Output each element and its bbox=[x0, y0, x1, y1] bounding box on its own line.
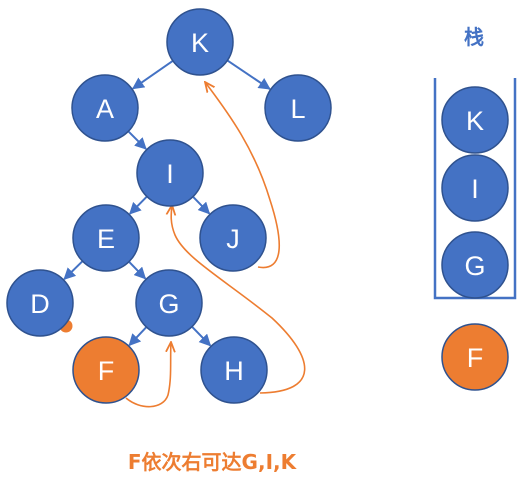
node-j-label: J bbox=[226, 224, 240, 254]
stack-pending-f-label: F bbox=[467, 343, 484, 373]
edge-e-g bbox=[128, 261, 147, 280]
stack-item-g-label: G bbox=[464, 251, 485, 281]
stack-pending-f: F bbox=[441, 323, 509, 391]
stack-item-k-circle bbox=[441, 86, 509, 154]
edge-i-e bbox=[129, 195, 148, 215]
edge-g-h bbox=[191, 325, 212, 347]
stack-item-k-label: K bbox=[466, 106, 484, 136]
node-d: D bbox=[6, 269, 74, 337]
stack-title: 栈 bbox=[464, 25, 484, 49]
edge-k-l bbox=[226, 59, 271, 90]
edge-i-j bbox=[192, 196, 211, 215]
tree-edges bbox=[63, 59, 271, 347]
node-a: A bbox=[71, 74, 139, 142]
node-k: K bbox=[166, 8, 234, 76]
node-a-circle bbox=[71, 74, 139, 142]
node-l-label: L bbox=[290, 94, 305, 124]
stack-panel: 栈 K I G F bbox=[433, 25, 517, 391]
node-g-label: G bbox=[158, 289, 179, 319]
node-h: H bbox=[200, 336, 268, 404]
node-j: J bbox=[199, 204, 267, 272]
node-f-circle bbox=[72, 336, 140, 404]
node-d-circle bbox=[6, 269, 74, 337]
node-f-label: F bbox=[98, 356, 115, 386]
node-g-circle bbox=[135, 269, 203, 337]
node-l-circle bbox=[264, 74, 332, 142]
node-l: L bbox=[264, 74, 332, 142]
stack-item-k: K bbox=[441, 86, 509, 154]
stack-item-g-circle bbox=[441, 231, 509, 299]
stack-item-g: G bbox=[441, 231, 509, 299]
stack-item-i-label: I bbox=[471, 174, 479, 204]
stack-pending-item: F bbox=[441, 323, 509, 391]
node-g: G bbox=[135, 269, 203, 337]
edge-k-a bbox=[131, 60, 174, 90]
node-k-label: K bbox=[191, 28, 209, 58]
node-i-label: I bbox=[166, 159, 174, 189]
edge-a-i bbox=[127, 130, 147, 150]
stack-pending-f-circle bbox=[441, 323, 509, 391]
trace-h-to-i bbox=[171, 205, 306, 394]
node-h-circle bbox=[200, 336, 268, 404]
node-i: I bbox=[136, 139, 204, 207]
node-h-label: H bbox=[224, 356, 244, 386]
node-d-label: D bbox=[30, 289, 50, 319]
node-i-circle bbox=[136, 139, 204, 207]
edge-e-d bbox=[63, 260, 84, 280]
diagram-caption: F依次右可达G,I,K bbox=[128, 450, 298, 474]
node-e: E bbox=[72, 204, 140, 272]
stack-items: K I G bbox=[441, 86, 509, 299]
trace-j-to-k bbox=[205, 82, 281, 269]
node-j-circle bbox=[199, 204, 267, 272]
edge-g-f bbox=[128, 326, 148, 347]
trace-f-to-g bbox=[125, 342, 171, 408]
node-a-label: A bbox=[96, 94, 114, 124]
node-e-label: E bbox=[97, 224, 115, 254]
node-f: F bbox=[72, 336, 140, 404]
stack-item-i-circle bbox=[441, 154, 509, 222]
stack-item-i: I bbox=[441, 154, 509, 222]
node-k-circle bbox=[166, 8, 234, 76]
node-e-circle bbox=[72, 204, 140, 272]
tree-nodes: K A L I E J D G F H bbox=[6, 8, 332, 404]
